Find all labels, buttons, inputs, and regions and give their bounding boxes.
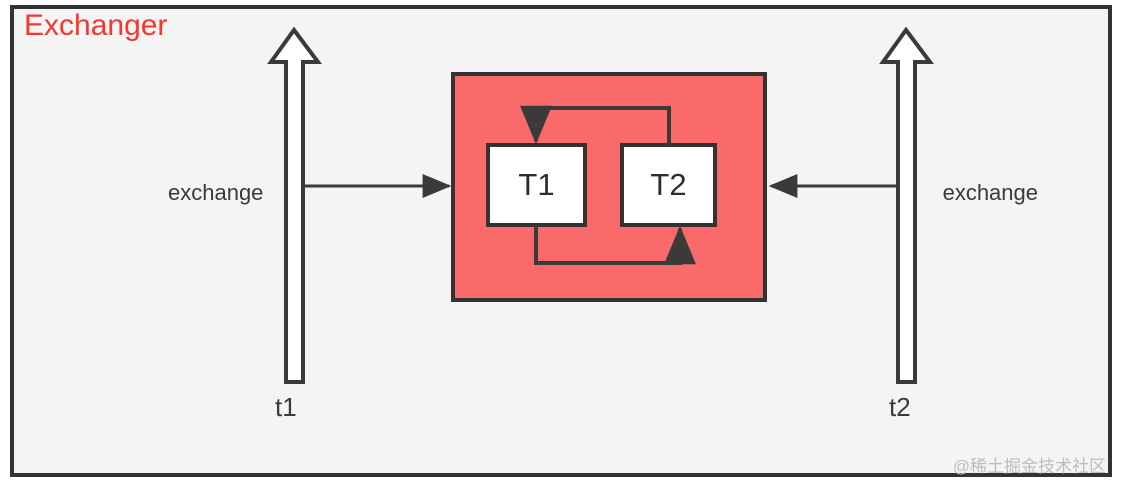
page-title: Exchanger — [24, 9, 168, 42]
label-thread-T2: T2 — [650, 167, 687, 202]
label-thread-T1: T1 — [518, 167, 555, 202]
watermark: @稀土掘金技术社区 — [952, 457, 1106, 476]
label-exchange-right: exchange — [942, 180, 1038, 205]
label-thread-t1: t1 — [275, 392, 297, 422]
label-exchange-left: exchange — [168, 180, 264, 205]
diagram-outer-frame — [10, 5, 1112, 477]
label-thread-t2: t2 — [889, 392, 911, 422]
